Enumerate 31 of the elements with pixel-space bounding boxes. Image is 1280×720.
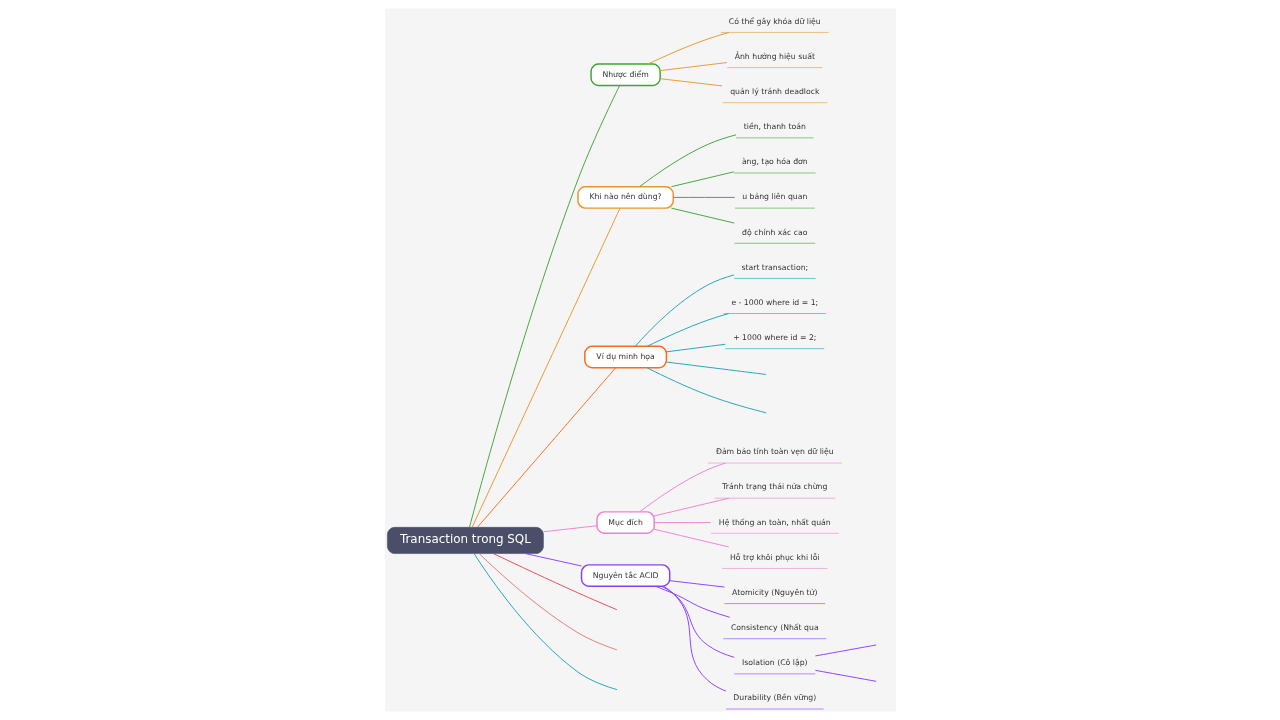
connector	[638, 462, 726, 513]
connector	[492, 553, 617, 611]
connector	[660, 585, 735, 658]
connector	[653, 497, 729, 517]
connector	[659, 78, 723, 87]
connector	[670, 171, 734, 188]
connector	[646, 313, 729, 347]
connector	[634, 274, 734, 347]
connector	[653, 522, 711, 524]
connector	[662, 585, 726, 692]
connector	[646, 367, 767, 414]
connector	[668, 580, 725, 588]
connector	[471, 207, 620, 528]
connector	[542, 525, 597, 533]
connector	[638, 134, 737, 188]
connector	[659, 62, 727, 72]
connector	[665, 343, 726, 353]
connector	[814, 644, 877, 657]
connector	[665, 361, 766, 375]
connector	[478, 553, 617, 651]
node-box: Transaction trong SQL	[386, 527, 544, 554]
connector	[468, 85, 620, 528]
connector	[672, 196, 735, 198]
connector	[524, 553, 582, 567]
connector	[473, 553, 617, 691]
connector	[647, 32, 729, 65]
connector	[476, 367, 616, 528]
connector	[670, 207, 735, 224]
connector	[653, 528, 729, 548]
connector	[814, 669, 877, 682]
connector	[654, 585, 730, 618]
